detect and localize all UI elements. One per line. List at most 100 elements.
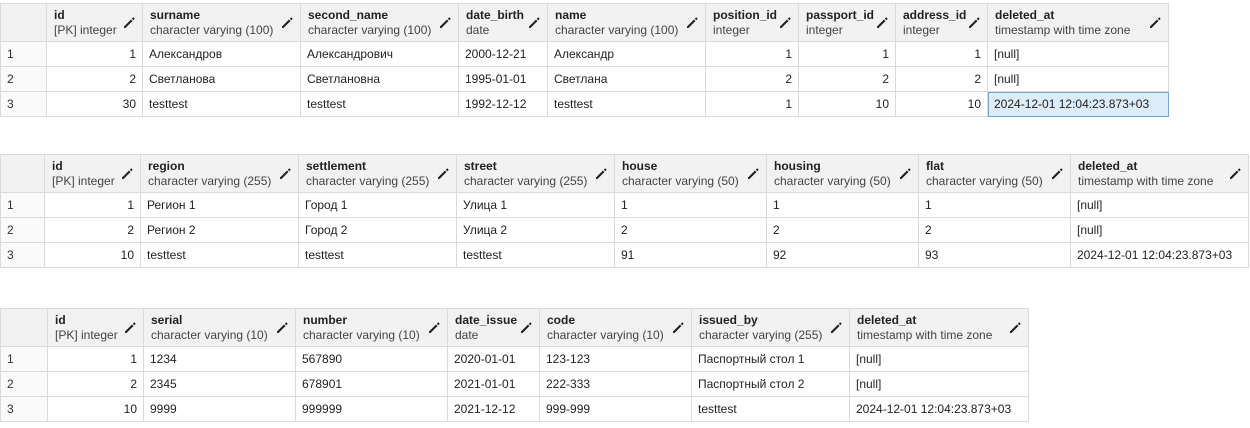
- table-cell-passport-id[interactable]: 2: [798, 66, 896, 92]
- pencil-icon[interactable]: [778, 16, 792, 30]
- column-header-id[interactable]: id[PK] integer: [44, 154, 141, 193]
- table-cell-deleted-at[interactable]: 2024-12-01 12:04:23.873+03: [1070, 242, 1249, 268]
- pencil-icon[interactable]: [427, 321, 441, 335]
- pencil-icon[interactable]: [436, 167, 450, 181]
- row-number-header[interactable]: [0, 308, 48, 347]
- column-header-id[interactable]: id[PK] integer: [46, 3, 143, 42]
- table-cell-id[interactable]: 2: [47, 371, 144, 397]
- table-cell-street[interactable]: Улица 1: [456, 192, 615, 218]
- table-cell-street[interactable]: Улица 2: [456, 217, 615, 243]
- table-cell-deleted-at[interactable]: [null]: [987, 66, 1169, 92]
- table-cell-id[interactable]: 30: [46, 91, 143, 117]
- table-cell-id[interactable]: 2: [44, 217, 141, 243]
- table-cell-house[interactable]: 1: [614, 192, 767, 218]
- pencil-icon[interactable]: [275, 321, 289, 335]
- table-cell-id[interactable]: 10: [47, 396, 144, 422]
- row-number[interactable]: 2: [0, 371, 48, 397]
- table-cell-issued-by[interactable]: testtest: [691, 396, 850, 422]
- table-cell-region[interactable]: Регион 2: [140, 217, 299, 243]
- pencil-icon[interactable]: [280, 16, 294, 30]
- row-number-header[interactable]: [0, 154, 45, 193]
- table-cell-street[interactable]: testtest: [456, 242, 615, 268]
- table-cell-house[interactable]: 2: [614, 217, 767, 243]
- table-cell-deleted-at[interactable]: [null]: [849, 346, 1029, 372]
- table-cell-address-id[interactable]: 2: [895, 66, 988, 92]
- table-cell-position-id[interactable]: 2: [705, 66, 799, 92]
- pencil-icon[interactable]: [1148, 16, 1162, 30]
- table-cell-region[interactable]: testtest: [140, 242, 299, 268]
- table-cell-passport-id[interactable]: 1: [798, 41, 896, 67]
- table-cell-date-birth[interactable]: 1995-01-01: [458, 66, 548, 92]
- table-cell-position-id[interactable]: 1: [705, 91, 799, 117]
- table-cell-flat[interactable]: 2: [918, 217, 1071, 243]
- row-number[interactable]: 2: [0, 66, 47, 92]
- table-cell-house[interactable]: 91: [614, 242, 767, 268]
- table-cell-number[interactable]: 567890: [295, 346, 448, 372]
- table-cell-name[interactable]: testtest: [547, 91, 706, 117]
- table-cell-second-name[interactable]: Светлановна: [300, 66, 459, 92]
- table-cell-housing[interactable]: 1: [766, 192, 919, 218]
- table-cell-passport-id[interactable]: 10: [798, 91, 896, 117]
- pencil-icon[interactable]: [875, 16, 889, 30]
- row-number[interactable]: 3: [0, 242, 45, 268]
- table-cell-deleted-at[interactable]: 2024-12-01 12:04:23.873+03: [987, 91, 1169, 117]
- table-cell-settlement[interactable]: Город 1: [298, 192, 457, 218]
- table-cell-serial[interactable]: 9999: [143, 396, 296, 422]
- table-cell-issued-by[interactable]: Паспортный стол 2: [691, 371, 850, 397]
- pencil-icon[interactable]: [746, 167, 760, 181]
- table-cell-date-issue[interactable]: 2021-12-12: [447, 396, 540, 422]
- table-cell-name[interactable]: Светлана: [547, 66, 706, 92]
- table-cell-settlement[interactable]: Город 2: [298, 217, 457, 243]
- table-cell-surname[interactable]: Александров: [142, 41, 301, 67]
- table-cell-surname[interactable]: testtest: [142, 91, 301, 117]
- row-number[interactable]: 3: [0, 91, 47, 117]
- pencil-icon[interactable]: [1008, 321, 1022, 335]
- pencil-icon[interactable]: [122, 16, 136, 30]
- table-cell-region[interactable]: Регион 1: [140, 192, 299, 218]
- table-cell-housing[interactable]: 2: [766, 217, 919, 243]
- table-cell-date-birth[interactable]: 1992-12-12: [458, 91, 548, 117]
- table-cell-deleted-at[interactable]: [null]: [849, 371, 1029, 397]
- row-number[interactable]: 3: [0, 396, 48, 422]
- table-cell-deleted-at[interactable]: [null]: [1070, 217, 1249, 243]
- pencil-icon[interactable]: [278, 167, 292, 181]
- table-cell-position-id[interactable]: 1: [705, 41, 799, 67]
- table-cell-date-birth[interactable]: 2000-12-21: [458, 41, 548, 67]
- row-number[interactable]: 2: [0, 217, 45, 243]
- column-header-id[interactable]: id[PK] integer: [47, 308, 144, 347]
- table-cell-deleted-at[interactable]: [null]: [1070, 192, 1249, 218]
- table-cell-flat[interactable]: 1: [918, 192, 1071, 218]
- row-number[interactable]: 1: [0, 192, 45, 218]
- table-cell-id[interactable]: 10: [44, 242, 141, 268]
- pencil-icon[interactable]: [120, 167, 134, 181]
- table-cell-id[interactable]: 1: [46, 41, 143, 67]
- table-cell-code[interactable]: 123-123: [539, 346, 692, 372]
- table-cell-date-issue[interactable]: 2020-01-01: [447, 346, 540, 372]
- table-cell-address-id[interactable]: 1: [895, 41, 988, 67]
- pencil-icon[interactable]: [1050, 167, 1064, 181]
- table-cell-date-issue[interactable]: 2021-01-01: [447, 371, 540, 397]
- table-cell-id[interactable]: 1: [47, 346, 144, 372]
